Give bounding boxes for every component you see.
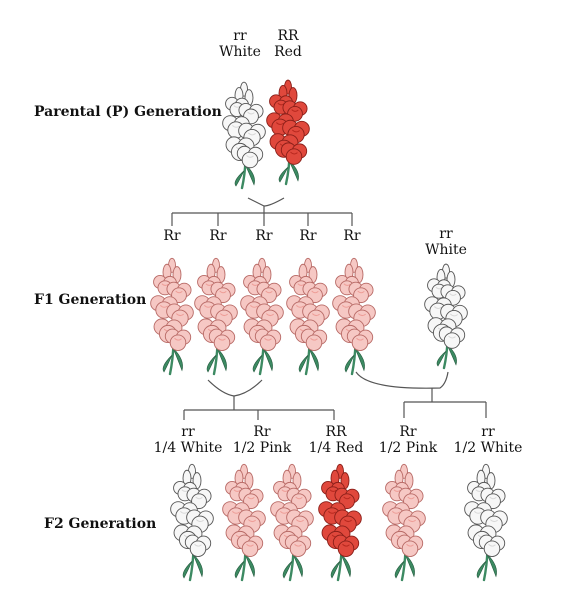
f2-white-flower [170, 463, 214, 582]
f2-ratio: 1/2 Pink [378, 440, 438, 456]
f2-genotype: rr [481, 424, 495, 440]
f2-genotype: Rr [399, 424, 417, 440]
test-cross-white-phenotype: White [425, 242, 467, 258]
parent-red-flower [266, 79, 310, 186]
parental-generation-label: Parental (P) Generation [34, 104, 222, 120]
f2-ratio: 1/2 White [453, 440, 523, 456]
f2-label-test-pink: Rr 1/2 Pink [379, 424, 437, 456]
p-to-f1-bracket [247, 197, 285, 207]
f1-generation-label: F1 Generation [34, 292, 147, 308]
f1-genotype-label: Rr [163, 228, 181, 244]
f1-pink-flower [240, 257, 284, 376]
f2-pink-flower [382, 463, 426, 582]
test-cross-white-flower [424, 263, 468, 370]
test-cross-white-genotype: rr [439, 226, 453, 242]
f2-label-test-white: rr 1/2 White [454, 424, 523, 456]
f2-pink-flower [222, 463, 266, 582]
f1-pink-flower [286, 257, 330, 376]
f1-genotype-label: Rr [299, 228, 317, 244]
f2-genotype: RR [325, 424, 347, 440]
f1-pink-flower [332, 257, 376, 376]
f2-genotype: Rr [253, 424, 271, 440]
test-cross-curve [355, 371, 449, 389]
f2-ratio: 1/4 White [153, 440, 223, 456]
parent-red-phenotype: Red [274, 44, 302, 60]
f2-white-flower [464, 463, 508, 582]
f2-generation-label: F2 Generation [44, 516, 157, 532]
parent-white-genotype: rr [233, 28, 247, 44]
f1-self-cross-bracket [207, 379, 263, 397]
parent-red-genotype: RR [277, 28, 299, 44]
f1-genotype-label: Rr [209, 228, 227, 244]
parent-white-flower [222, 81, 266, 190]
f2-ratio: 1/2 Pink [232, 440, 292, 456]
test-cross-white-label: rr White [425, 226, 467, 258]
parent-white-label: rr White [219, 28, 261, 60]
f2-label-rr-red: RR 1/4 Red [309, 424, 364, 456]
f1-genotype-label: Rr [343, 228, 361, 244]
parent-white-phenotype: White [219, 44, 261, 60]
parent-red-label: RR Red [274, 28, 302, 60]
f2-pink-flower [270, 463, 314, 582]
f2-red-flower [318, 463, 362, 582]
f1-pink-flower [194, 257, 238, 376]
f2-label-rr-white: rr 1/4 White [154, 424, 223, 456]
f1-genotype-label: Rr [255, 228, 273, 244]
f2-label-rr-pink: Rr 1/2 Pink [233, 424, 291, 456]
f2-ratio: 1/4 Red [308, 440, 364, 456]
f1-pink-flower [150, 257, 194, 376]
f2-genotype: rr [181, 424, 195, 440]
